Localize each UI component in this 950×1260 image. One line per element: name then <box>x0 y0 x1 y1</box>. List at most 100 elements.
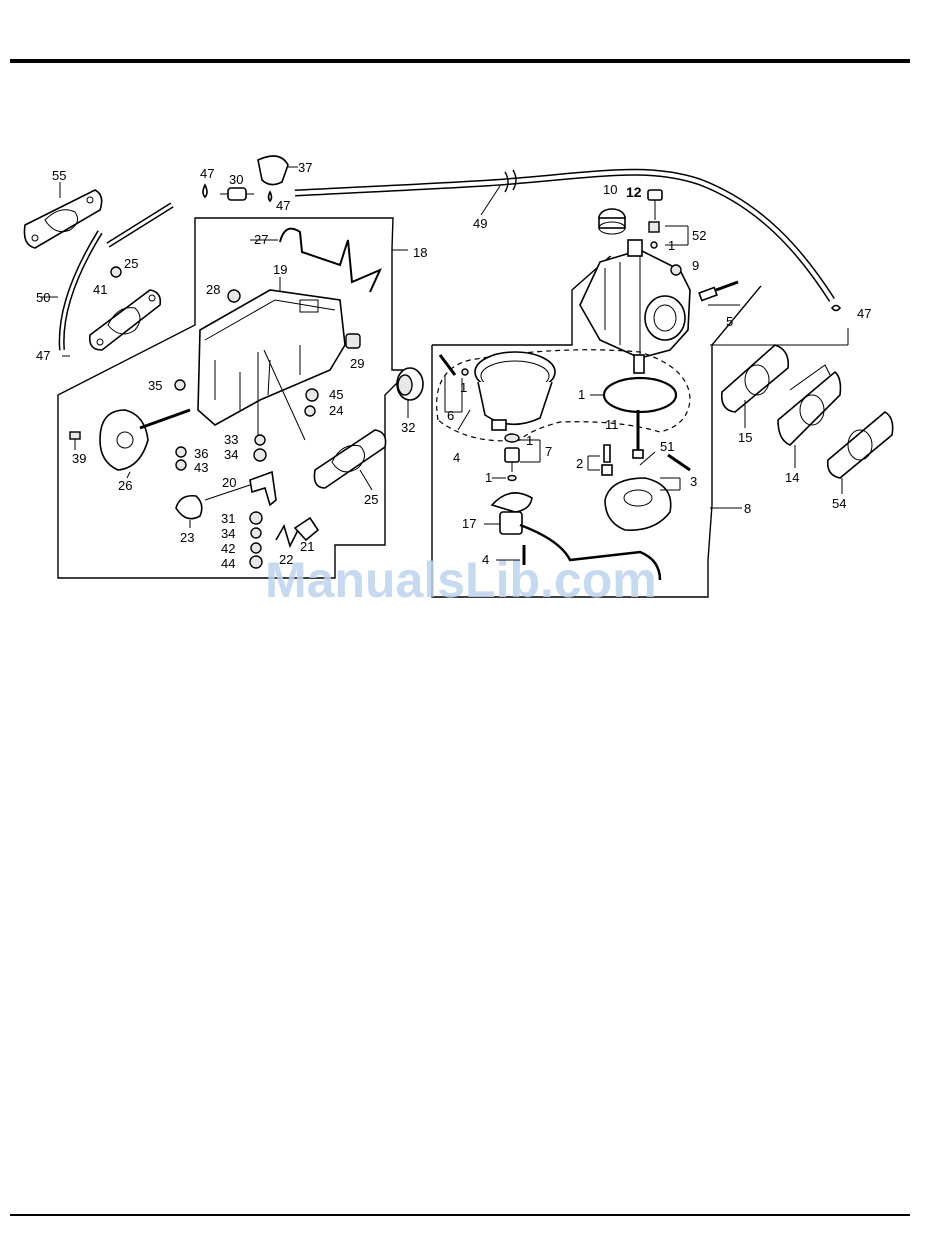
callout-34-upper: 34 <box>224 447 238 462</box>
washer-43 <box>176 460 186 470</box>
fuel-filter-30 <box>220 188 254 200</box>
callout-4-bowl: 4 <box>453 450 460 465</box>
callout-8: 8 <box>744 501 751 516</box>
callout-30: 30 <box>229 172 243 187</box>
callout-52: 52 <box>692 228 706 243</box>
holder-21 <box>295 518 318 540</box>
callout-11: 11 <box>605 417 619 432</box>
screw-39 <box>70 432 80 450</box>
callout-37: 37 <box>298 160 312 175</box>
callout-20: 20 <box>222 475 236 490</box>
callout-1-bolt: 1 <box>526 433 533 448</box>
callout-31: 31 <box>221 511 235 526</box>
float-bowl-group-dashed <box>437 350 690 441</box>
cap-28 <box>228 290 240 302</box>
float-3 <box>605 478 671 530</box>
callout-15: 15 <box>738 430 752 445</box>
callout-26: 26 <box>118 478 132 493</box>
hose-clamp-47c <box>832 306 840 311</box>
callout-47-top: 47 <box>200 166 214 181</box>
gasket-25-middle <box>314 430 385 488</box>
callout-14: 14 <box>785 470 799 485</box>
callout-29: 29 <box>350 356 364 371</box>
callout-1-oring: 1 <box>578 387 585 402</box>
grommet-32 <box>397 368 423 400</box>
spring-22 <box>276 526 298 546</box>
watermark: ManualsLib.com <box>265 552 657 608</box>
callout-27: 27 <box>254 232 268 247</box>
washer-24 <box>305 406 315 416</box>
callout-47-right: 47 <box>857 306 871 321</box>
callout-25-middle: 25 <box>364 492 378 507</box>
gasket-25-left <box>90 290 161 350</box>
washer-35 <box>175 380 185 390</box>
callout-28: 28 <box>206 282 220 297</box>
o-ring-1 <box>604 378 676 412</box>
drain-screw-6 <box>440 355 455 375</box>
hose-clamp-47b <box>269 192 272 201</box>
washer-34a <box>254 449 266 461</box>
gasket-15 <box>722 345 788 412</box>
screw-52 <box>649 222 659 232</box>
callout-1-washer: 1 <box>485 470 492 485</box>
callout-45: 45 <box>329 387 343 402</box>
callout-36: 36 <box>194 446 208 461</box>
washer-44 <box>250 556 262 568</box>
nut-41 <box>111 267 121 277</box>
callout-12: 12 <box>626 184 642 200</box>
pilot-screw-5 <box>699 282 738 300</box>
callout-18: 18 <box>413 245 427 260</box>
callout-1-bowl: 1 <box>460 380 467 395</box>
callout-34-lower: 34 <box>221 526 235 541</box>
callout-33: 33 <box>224 432 238 447</box>
washer-42 <box>251 543 261 553</box>
nut-36 <box>176 447 186 457</box>
callout-2: 2 <box>576 456 583 471</box>
callout-39: 39 <box>72 451 86 466</box>
callout-54: 54 <box>832 496 846 511</box>
fuel-valve-26 <box>100 410 190 470</box>
washer-1c <box>462 369 468 375</box>
gasket-54 <box>828 412 893 478</box>
washer-1a <box>651 242 657 248</box>
callout-17: 17 <box>462 516 476 531</box>
callout-6: 6 <box>447 408 454 423</box>
gasket-55 <box>24 182 101 248</box>
callout-24: 24 <box>329 403 343 418</box>
bracket-37 <box>258 156 298 185</box>
float-bowl-4 <box>475 352 555 430</box>
float-needle-11 <box>633 410 643 458</box>
callout-49: 49 <box>473 216 487 231</box>
hose-clamp-47 <box>203 185 207 197</box>
callout-50: 50 <box>36 290 50 305</box>
callout-10: 10 <box>603 182 617 197</box>
callout-55: 55 <box>52 168 66 183</box>
clip-23 <box>176 496 202 519</box>
callout-32: 32 <box>401 420 415 435</box>
callout-43: 43 <box>194 460 208 475</box>
fuel-tank-19 <box>198 277 345 425</box>
callout-25-left: 25 <box>124 256 138 271</box>
callout-19: 19 <box>273 262 287 277</box>
callout-9: 9 <box>692 258 699 273</box>
callout-3: 3 <box>690 474 697 489</box>
plug-9 <box>671 265 681 275</box>
callout-47-left: 47 <box>36 348 50 363</box>
callout-23: 23 <box>180 530 194 545</box>
washer-1e <box>508 476 516 481</box>
callout-44: 44 <box>221 556 235 571</box>
bowl-bolt-7 <box>505 434 519 472</box>
washer-45 <box>306 389 318 401</box>
callout-42: 42 <box>221 541 235 556</box>
insulator-14 <box>778 365 840 445</box>
washer-31 <box>250 512 262 524</box>
callout-51: 51 <box>660 439 674 454</box>
washer-33 <box>255 435 265 445</box>
choke-rod <box>280 229 380 292</box>
callout-47-clamp: 47 <box>276 198 290 213</box>
washer-34b <box>251 528 261 538</box>
callout-35: 35 <box>148 378 162 393</box>
bracket-20 <box>250 472 276 505</box>
bushing-29 <box>346 334 360 348</box>
